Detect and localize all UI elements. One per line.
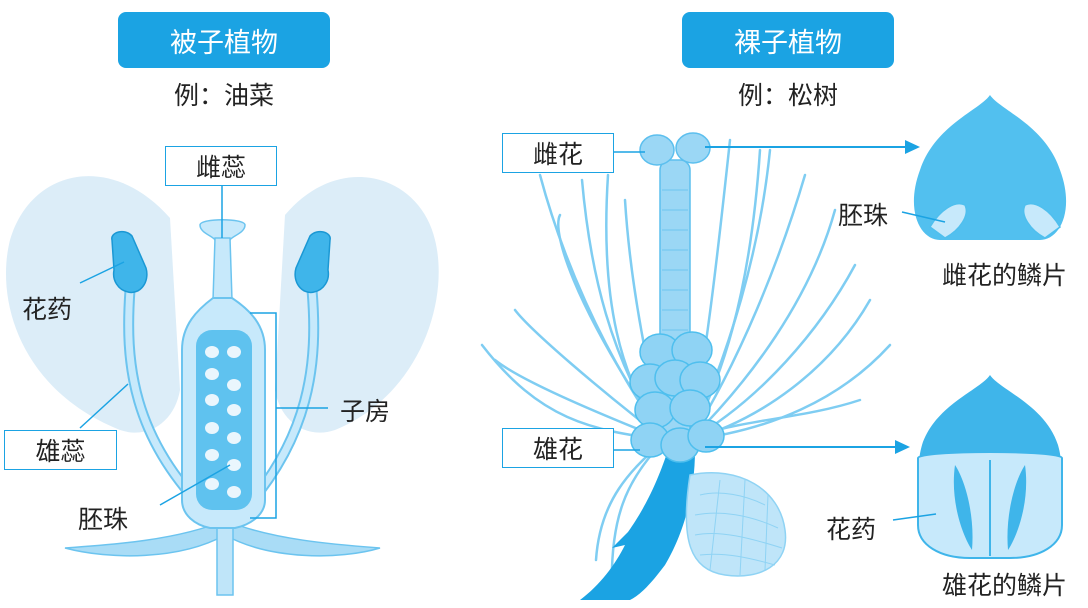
bracket-ovary (250, 312, 277, 519)
anther-left (111, 230, 148, 294)
leader-anther-left (79, 261, 125, 284)
ovules (205, 346, 241, 498)
label-anther-right: 花药 (826, 515, 877, 544)
female-cone-right (675, 132, 711, 164)
angiosperm-flower (5, 176, 439, 596)
gymnosperm-example: 例：松树 (737, 81, 838, 110)
sepal-right (224, 518, 381, 557)
arrow-female-head (905, 140, 920, 154)
label-pistil: 雌蕊 (165, 146, 277, 186)
leader-ovule-right (901, 211, 946, 223)
female-cone-left (639, 134, 675, 166)
gymnosperm-title: 裸子植物 (682, 12, 894, 68)
male-scale-pollen-sac-left (953, 465, 973, 550)
female-scale-ovule-right (1023, 203, 1061, 239)
pine-old-cone-scales (694, 479, 783, 576)
male-scale-pollen-sac-right (1007, 465, 1027, 550)
pine-old-cone (685, 472, 787, 577)
flower-stalk (216, 519, 234, 596)
female-scale-ovule-left (929, 203, 967, 239)
label-anther-left: 花药 (22, 295, 73, 324)
leader-stamen (79, 383, 129, 429)
label-female-cone: 雌花 (502, 133, 614, 173)
angiosperm-title: 被子植物 (118, 12, 330, 68)
leader-anther-right (892, 513, 937, 521)
male-cone-cluster (629, 331, 725, 463)
label-male-scale: 雄花的鳞片 (942, 571, 1068, 600)
style (212, 237, 233, 301)
leader-ovule-left (159, 464, 231, 506)
label-male-cone: 雄花 (502, 428, 614, 468)
anther-right (294, 230, 331, 294)
label-ovule-left: 胚珠 (78, 505, 129, 534)
male-scale-illustration (892, 375, 1063, 559)
label-ovary: 子房 (340, 397, 391, 426)
arrow-male-head (895, 440, 910, 454)
sepal-left (64, 518, 226, 557)
label-ovule-right: 胚珠 (838, 201, 889, 230)
angiosperm-example: 例：油菜 (173, 81, 274, 110)
female-scale-illustration (901, 95, 1067, 240)
pine-stem (580, 450, 695, 600)
pine-branch (480, 132, 920, 600)
pine-shoot-texture (662, 189, 688, 331)
label-female-scale: 雌花的鳞片 (942, 261, 1068, 290)
label-stamen: 雄蕊 (4, 430, 117, 470)
ovary-chamber (196, 330, 252, 510)
